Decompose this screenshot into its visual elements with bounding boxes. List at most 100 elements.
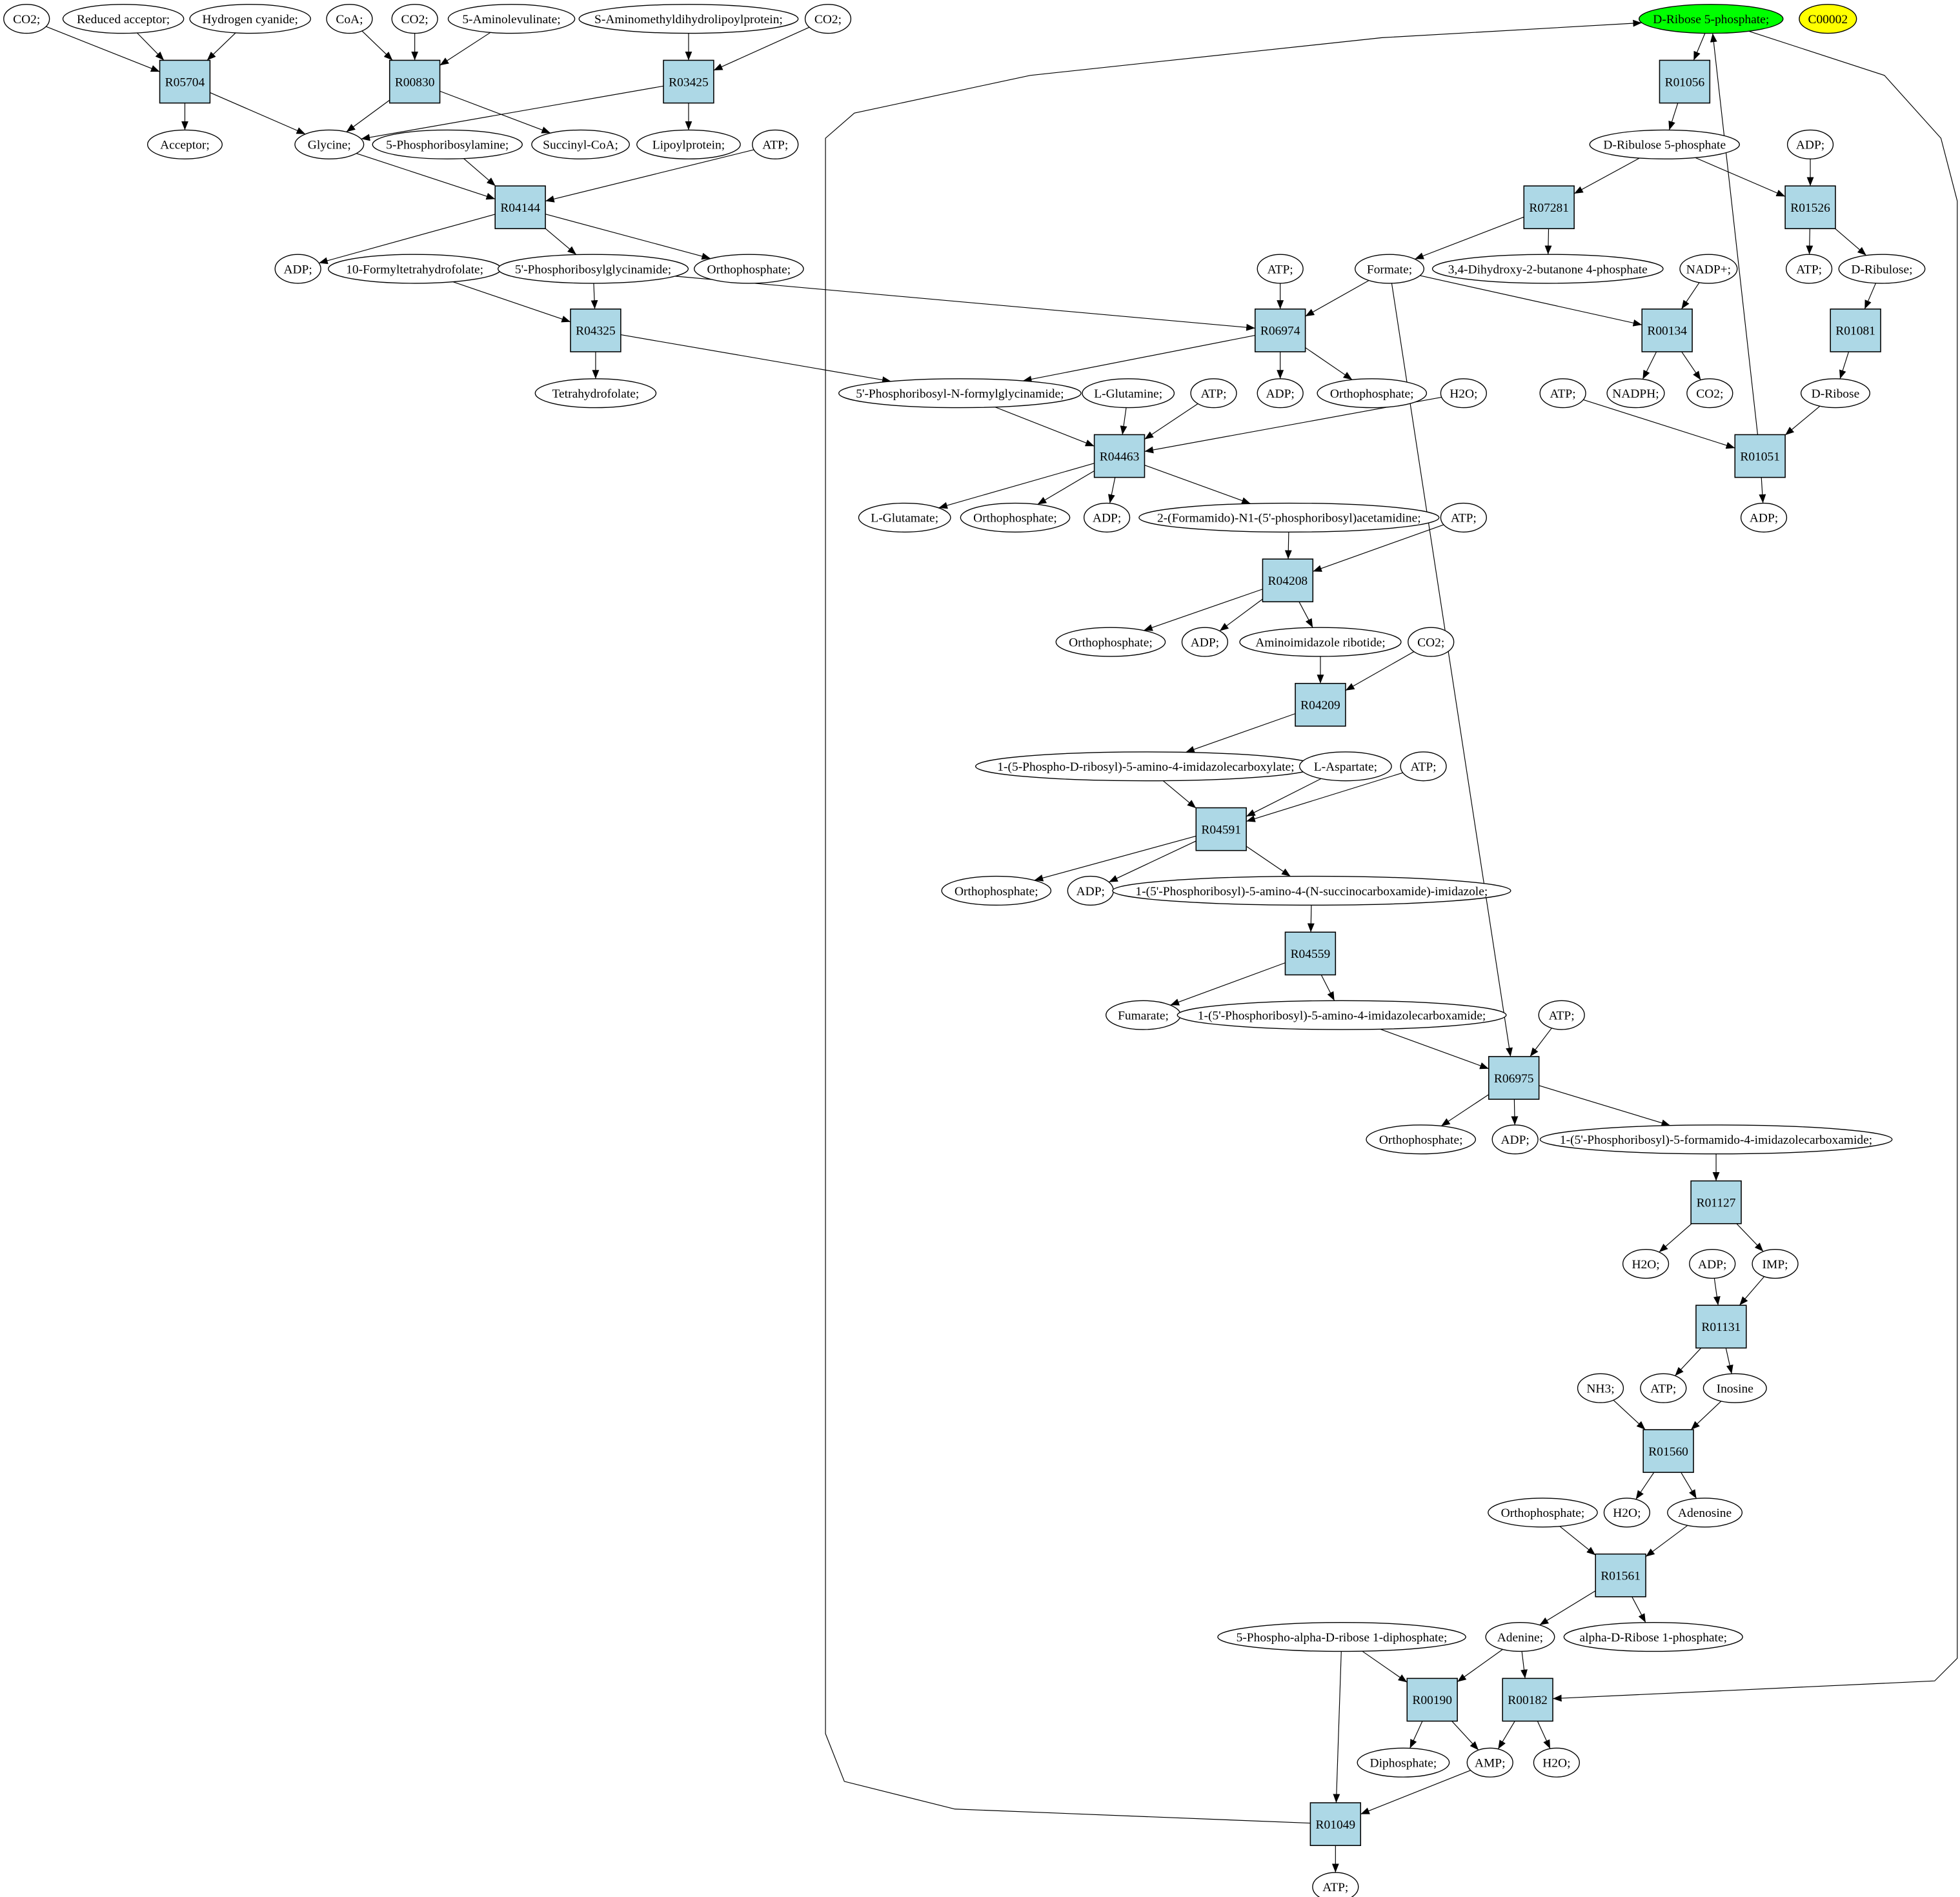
compound-node-thf[interactable]: Tetrahydrofolate; [534, 378, 657, 409]
compound-node-fthf[interactable]: 10-Formyltetrahydrofolate; [328, 254, 502, 284]
compound-node-pi_3[interactable]: Orthophosphate; [960, 502, 1071, 533]
reaction-node-R01056[interactable]: R01056 [1659, 59, 1711, 104]
compound-node-ru5p[interactable]: D-Ribulose 5-phosphate [1589, 129, 1740, 159]
compound-node-lipoyl[interactable]: Lipoylprotein; [636, 129, 741, 159]
compound-node-nadp[interactable]: NADP+; [1679, 254, 1738, 284]
compound-node-r5p[interactable]: D-Ribose 5-phosphate; [1639, 4, 1784, 34]
compound-node-atp_4[interactable]: ATP; [1190, 378, 1237, 409]
compound-node-nadph[interactable]: NADPH; [1606, 378, 1665, 409]
compound-node-adenosine[interactable]: Adenosine [1667, 1497, 1743, 1528]
compound-node-h2o_4[interactable]: H2O; [1533, 1747, 1580, 1778]
compound-node-atp_10[interactable]: ATP; [1312, 1872, 1359, 1897]
reaction-node-R06974[interactable]: R06974 [1254, 309, 1306, 352]
compound-node-dhbp[interactable]: 3,4-Dihydroxy-2-butanone 4-phosphate [1431, 254, 1664, 284]
compound-node-imp[interactable]: IMP; [1752, 1248, 1799, 1279]
compound-node-atp_9[interactable]: ATP; [1640, 1373, 1687, 1403]
compound-node-co2_5[interactable]: CO2; [1408, 627, 1455, 657]
reaction-node-R06975[interactable]: R06975 [1488, 1056, 1540, 1100]
reaction-node-R04559[interactable]: R04559 [1284, 931, 1337, 976]
compound-node-atp_7[interactable]: ATP; [1400, 751, 1447, 782]
compound-node-h2o_1[interactable]: H2O; [1440, 378, 1487, 409]
reaction-node-R00830[interactable]: R00830 [389, 59, 441, 104]
compound-node-faicar[interactable]: 1-(5'-Phosphoribosyl)-5-formamido-4-imid… [1539, 1124, 1893, 1155]
reaction-node-R01131[interactable]: R01131 [1695, 1304, 1747, 1349]
compound-node-fgam[interactable]: 2-(Formamido)-N1-(5'-phosphoribosyl)acet… [1138, 502, 1440, 533]
compound-node-pi_5[interactable]: Orthophosphate; [941, 875, 1052, 906]
compound-node-adr1p[interactable]: alpha-D-Ribose 1-phosphate; [1563, 1622, 1743, 1652]
compound-node-pi_7[interactable]: Orthophosphate; [1488, 1497, 1598, 1528]
compound-node-hcn[interactable]: Hydrogen cyanide; [189, 4, 311, 34]
compound-node-sam[interactable]: S-Aminomethyldihydrolipoylprotein; [578, 4, 799, 34]
compound-node-saicar[interactable]: 1-(5'-Phosphoribosyl)-5-amino-4-(N-succi… [1112, 875, 1511, 906]
compound-node-nh3[interactable]: NH3; [1577, 1373, 1624, 1403]
compound-node-amp[interactable]: AMP; [1466, 1747, 1513, 1778]
compound-node-adp_1[interactable]: ADP; [1786, 129, 1834, 159]
compound-node-atp_5[interactable]: ATP; [1539, 378, 1586, 409]
compound-node-acceptor[interactable]: Acceptor; [146, 129, 223, 159]
compound-node-inosine[interactable]: Inosine [1702, 1373, 1767, 1403]
compound-node-pi_4[interactable]: Orthophosphate; [1055, 627, 1166, 657]
compound-node-adp_4[interactable]: ADP; [1083, 502, 1131, 533]
reaction-node-R01560[interactable]: R01560 [1642, 1429, 1694, 1473]
compound-node-pi_1[interactable]: Orthophosphate; [694, 254, 804, 284]
compound-node-adenine[interactable]: Adenine; [1485, 1622, 1555, 1652]
compound-node-redacc[interactable]: Reduced acceptor; [62, 4, 185, 34]
compound-node-adp_6[interactable]: ADP; [1181, 627, 1229, 657]
compound-node-ala[interactable]: 5-Aminolevulinate; [447, 4, 576, 34]
reaction-node-R04209[interactable]: R04209 [1295, 683, 1346, 727]
compound-node-formate[interactable]: Formate; [1355, 254, 1425, 284]
reaction-node-R04325[interactable]: R04325 [570, 309, 621, 352]
compound-node-pi_6[interactable]: Orthophosphate; [1366, 1124, 1477, 1155]
reaction-node-R00190[interactable]: R00190 [1406, 1678, 1458, 1722]
compound-node-co2_1[interactable]: CO2; [3, 4, 50, 34]
reaction-node-R04208[interactable]: R04208 [1262, 558, 1314, 603]
reaction-node-R00182[interactable]: R00182 [1502, 1678, 1553, 1722]
compound-node-co2_4[interactable]: CO2; [1686, 378, 1733, 409]
compound-node-gar[interactable]: 5'-Phosphoribosylglycinamide; [498, 254, 689, 284]
compound-node-h2o_2[interactable]: H2O; [1622, 1248, 1670, 1279]
compound-node-adp_7[interactable]: ADP; [1067, 875, 1114, 906]
compound-node-adp_5[interactable]: ADP; [1740, 502, 1788, 533]
compound-node-h2o_3[interactable]: H2O; [1603, 1497, 1650, 1528]
compound-node-succoa[interactable]: Succinyl-CoA; [531, 129, 630, 159]
compound-node-dribulose[interactable]: D-Ribulose; [1838, 254, 1926, 284]
compound-node-pi_2[interactable]: Orthophosphate; [1317, 378, 1428, 409]
reaction-node-R04591[interactable]: R04591 [1195, 807, 1247, 851]
compound-node-atp_2[interactable]: ATP; [1257, 254, 1304, 284]
reaction-node-R04463[interactable]: R04463 [1093, 434, 1146, 478]
compound-node-coa[interactable]: CoA; [326, 4, 373, 34]
compound-node-diphos[interactable]: Diphosphate; [1357, 1747, 1450, 1778]
compound-node-co2_2[interactable]: CO2; [391, 4, 438, 34]
reaction-node-R01051[interactable]: R01051 [1734, 434, 1786, 478]
compound-node-c00002[interactable]: C00002 [1799, 4, 1857, 34]
reaction-node-R01526[interactable]: R01526 [1784, 185, 1836, 230]
compound-node-atp_6[interactable]: ATP; [1440, 502, 1487, 533]
compound-node-gln[interactable]: L-Glutamine; [1082, 378, 1175, 409]
compound-node-fumarate[interactable]: Fumarate; [1106, 1000, 1182, 1030]
reaction-node-R01049[interactable]: R01049 [1309, 1802, 1362, 1846]
compound-node-adp_9[interactable]: ADP; [1689, 1248, 1736, 1279]
compound-node-dribose[interactable]: D-Ribose [1800, 378, 1870, 409]
compound-node-atp_8[interactable]: ATP; [1538, 1000, 1585, 1030]
compound-node-adp_2[interactable]: ADP; [274, 254, 321, 284]
compound-node-atp_3[interactable]: ATP; [1785, 254, 1833, 284]
reaction-node-R01081[interactable]: R01081 [1830, 309, 1881, 352]
compound-node-asp[interactable]: L-Aspartate; [1298, 751, 1392, 782]
reaction-node-R00134[interactable]: R00134 [1641, 309, 1693, 352]
reaction-node-R01561[interactable]: R01561 [1595, 1553, 1646, 1598]
compound-node-air[interactable]: Aminoimidazole ribotide; [1239, 627, 1402, 657]
compound-node-glycine[interactable]: Glycine; [294, 129, 365, 159]
compound-node-fgar[interactable]: 5'-Phosphoribosyl-N-formylglycinamide; [838, 378, 1082, 409]
reaction-node-R04144[interactable]: R04144 [494, 185, 546, 230]
compound-node-co2_3[interactable]: CO2; [804, 4, 852, 34]
compound-node-cair[interactable]: 1-(5-Phospho-D-ribosyl)-5-amino-4-imidaz… [975, 751, 1317, 782]
reaction-node-R01127[interactable]: R01127 [1690, 1180, 1742, 1224]
compound-node-glu[interactable]: L-Glutamate; [858, 502, 951, 533]
compound-node-atp_1[interactable]: ATP; [752, 129, 799, 159]
reaction-node-R03425[interactable]: R03425 [663, 59, 714, 104]
compound-node-adp_8[interactable]: ADP; [1491, 1124, 1539, 1155]
reaction-node-R05704[interactable]: R05704 [159, 59, 211, 104]
compound-node-adp_3[interactable]: ADP; [1257, 378, 1304, 409]
compound-node-prpp[interactable]: 5-Phospho-alpha-D-ribose 1-diphosphate; [1217, 1622, 1466, 1652]
compound-node-aicar[interactable]: 1-(5'-Phosphoribosyl)-5-amino-4-imidazol… [1177, 1000, 1507, 1030]
